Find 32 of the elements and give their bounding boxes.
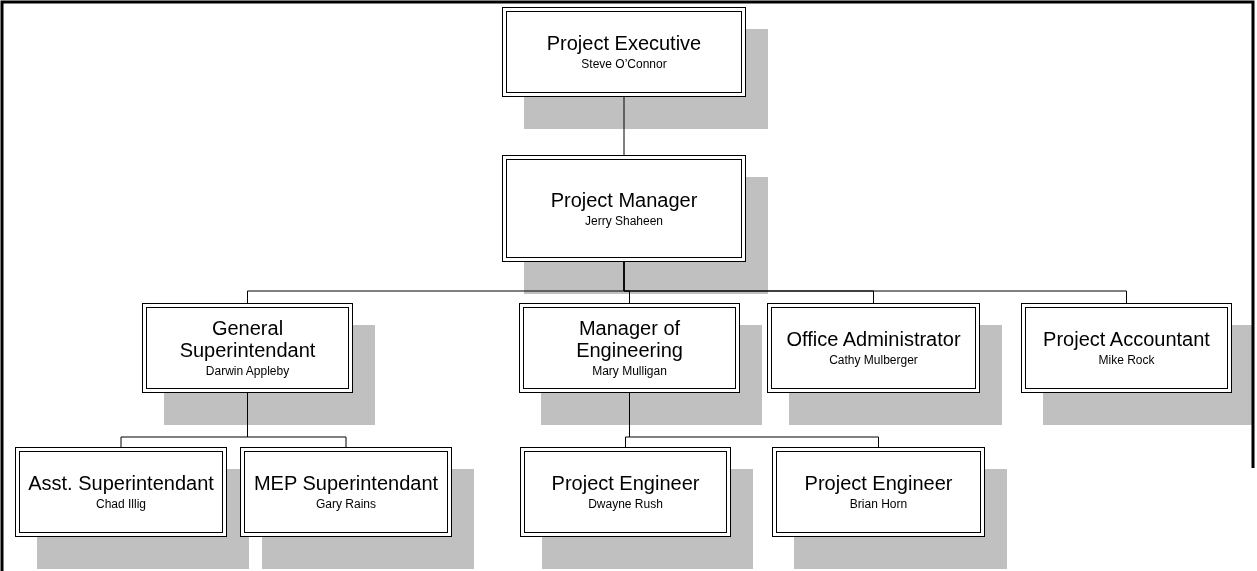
role-title: Project Engineer <box>550 472 701 494</box>
person-name: Cathy Mulberger <box>829 352 918 368</box>
org-box <box>767 303 980 393</box>
connector-line <box>623 261 1127 304</box>
person-name: Dwayne Rush <box>588 496 663 512</box>
person-name: Mary Mulligan <box>592 363 667 379</box>
person-name: Mike Rock <box>1098 352 1155 368</box>
role-title: Project Accountant <box>1042 328 1211 350</box>
person-name: Brian Horn <box>849 496 908 512</box>
person-name: Jerry Shaheen <box>584 212 663 229</box>
org-box <box>240 447 452 537</box>
role-title: General Superintendant <box>178 317 317 361</box>
org-box <box>142 303 353 393</box>
org-box <box>520 447 731 537</box>
person-name: Darwin Appleby <box>205 363 290 379</box>
org-box <box>519 303 740 393</box>
role-title: Project Manager <box>549 188 699 211</box>
org-box <box>502 7 746 97</box>
person-name: Chad Illig <box>96 496 146 512</box>
connector-line <box>623 96 625 156</box>
role-title: Project Executive <box>545 32 703 54</box>
person-name: Gary Rains <box>316 496 376 512</box>
role-title: Manager of Engineering <box>575 317 684 361</box>
org-box <box>1021 303 1232 393</box>
org-box <box>15 447 227 537</box>
role-title: Asst. Superintendant <box>27 472 215 494</box>
org-box <box>502 155 746 262</box>
role-title: Project Engineer <box>803 472 954 494</box>
role-title: MEP Superintendant <box>252 472 440 494</box>
person-name: Steve O’Connor <box>581 56 667 72</box>
org-box <box>772 447 985 537</box>
role-title: Office Administrator <box>785 328 962 350</box>
